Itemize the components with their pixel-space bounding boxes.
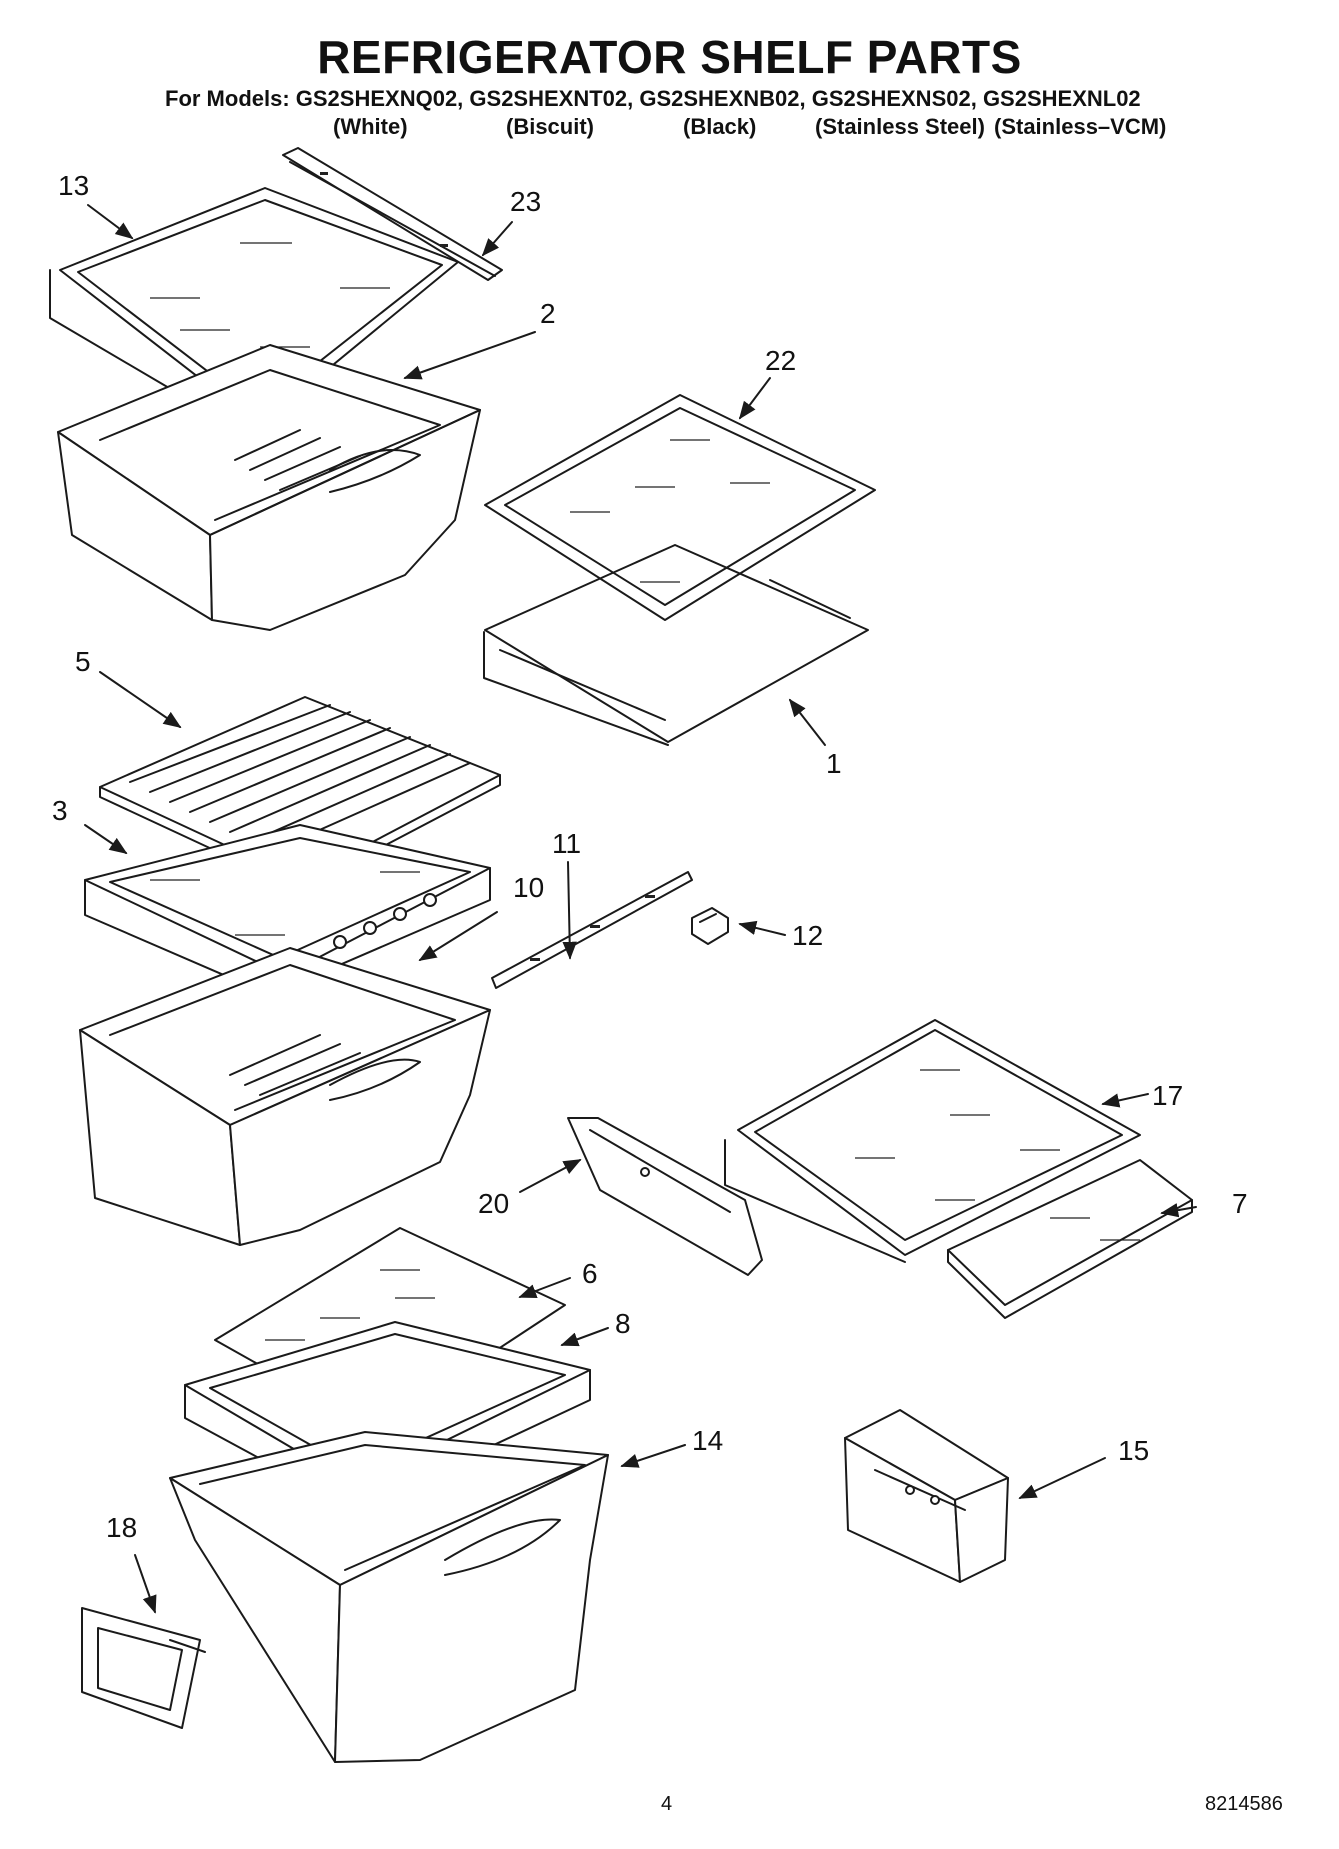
callout-12: 12: [792, 920, 824, 951]
callout-14: 14: [692, 1425, 724, 1456]
part-10-crisper-pan: [79, 947, 491, 1246]
part-1-shelf-frame: [483, 544, 869, 746]
callout-7: 7: [1232, 1188, 1248, 1219]
callout-22: 22: [765, 345, 797, 376]
page-number: 4: [661, 1793, 673, 1815]
color-black: (Black): [683, 114, 757, 139]
callout-3: 3: [52, 795, 68, 826]
color-white: (White): [333, 114, 408, 139]
callout-5: 5: [75, 646, 91, 677]
color-stainless-steel: (Stainless Steel): [815, 114, 985, 139]
callout-11: 11: [552, 828, 582, 859]
part-18-label-plate: [81, 1607, 206, 1729]
callout-15: 15: [1118, 1435, 1150, 1466]
part-12-clip: [691, 907, 729, 945]
color-biscuit: (Biscuit): [506, 114, 594, 139]
callout-20: 20: [478, 1188, 510, 1219]
part-11-bar: [491, 871, 693, 989]
document-number: 8214586: [1205, 1793, 1283, 1815]
callout-23: 23: [510, 186, 542, 217]
callout-2: 2: [540, 298, 556, 329]
part-17-glass-shelf: [724, 1019, 1141, 1263]
part-15-door-bin: [844, 1409, 1009, 1583]
part-22-glass-shelf: [484, 394, 876, 621]
part-20-bracket: [567, 1117, 763, 1276]
callout-8: 8: [615, 1308, 631, 1339]
leader-arrows: [84, 204, 1197, 1614]
callout-13: 13: [58, 170, 90, 201]
callout-10: 10: [513, 872, 545, 903]
callout-17: 17: [1152, 1080, 1184, 1111]
callout-18: 18: [106, 1512, 138, 1543]
part-23-rail: [282, 147, 503, 281]
callout-6: 6: [582, 1258, 598, 1289]
models-line: For Models: GS2SHEXNQ02, GS2SHEXNT02, GS…: [165, 86, 1141, 111]
callout-1: 1: [826, 748, 842, 779]
color-stainless-vcm: (Stainless–VCM): [994, 114, 1167, 139]
part-14-deli-drawer: [169, 1431, 609, 1763]
part-2-crisper-pan: [57, 344, 481, 631]
page-title: REFRIGERATOR SHELF PARTS: [317, 31, 1022, 83]
